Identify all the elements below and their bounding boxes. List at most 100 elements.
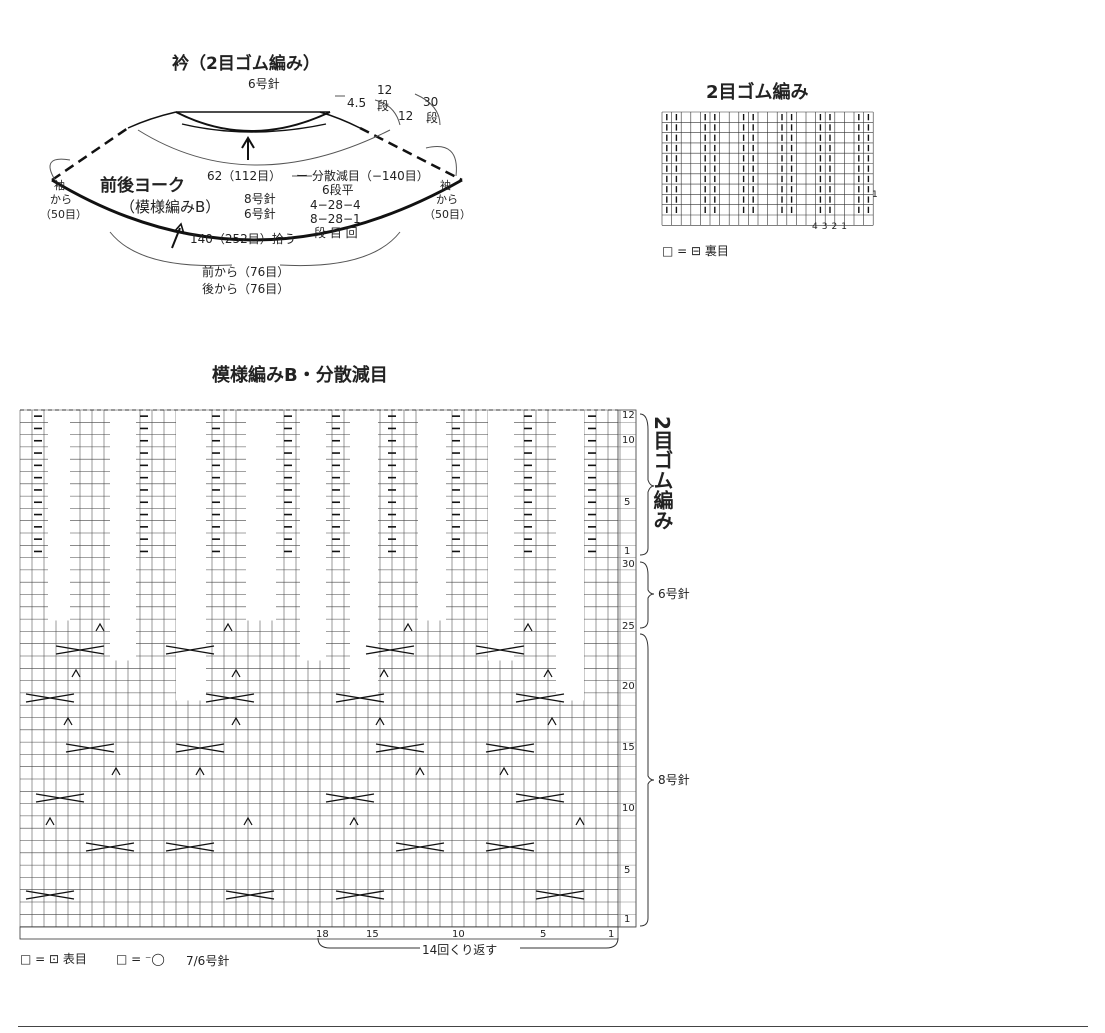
chart-decrease-mark <box>415 766 425 776</box>
yoke-pattern: （模様編みB） <box>120 198 221 216</box>
chart-decrease-mark <box>95 622 105 632</box>
chart-cable-cross <box>485 743 535 753</box>
sleeve-right-2: から <box>436 193 458 206</box>
row-label-30: 30 <box>622 559 635 570</box>
chart-decrease-mark <box>111 766 121 776</box>
row-label-25: 25 <box>622 621 635 632</box>
col-number-row <box>19 926 619 940</box>
sleeve-left-1: 袖 <box>54 179 65 192</box>
yoke-title: 前後ヨーク <box>100 176 185 196</box>
row-label-1a: 1 <box>624 546 631 557</box>
chart-decrease-mark <box>499 766 509 776</box>
page-bottom-rule <box>18 1026 1088 1027</box>
collar-rows-unit: 段 <box>377 99 390 113</box>
repeat-label: 14回くり返す <box>422 943 498 957</box>
chart-decrease-mark <box>223 622 233 632</box>
chart-no-stitch-area <box>488 410 514 661</box>
chart-decrease-mark <box>575 816 585 826</box>
row-label-12: 12 <box>622 410 635 421</box>
side-rib-label: 2目ゴム編み <box>650 416 674 530</box>
chart-cable-cross <box>335 890 385 900</box>
chart-no-stitch-area <box>300 410 326 661</box>
chart-cable-cross <box>225 890 275 900</box>
top-stitch-count: 62（112目） <box>207 169 282 183</box>
yoke-rows-unit: 段 <box>426 111 439 125</box>
legend-yarnover: □ = ⁻◯ <box>116 952 165 966</box>
chart-cable-cross <box>365 645 415 655</box>
brace-needle-6 <box>639 561 655 629</box>
chart-decrease-mark <box>523 622 533 632</box>
chart-cable-cross <box>485 842 535 852</box>
yoke-bottom-edge <box>51 178 463 242</box>
chart-decrease-mark <box>403 622 413 632</box>
chart-cable-cross <box>165 842 215 852</box>
collar-needle: 6号針 <box>248 77 280 91</box>
chart-no-stitch-area <box>556 410 584 701</box>
chart-cable-cross <box>515 793 565 803</box>
chart-cable-cross <box>55 645 105 655</box>
brace-rib <box>639 413 655 556</box>
chart-decrease-mark <box>45 816 55 826</box>
rib-col-2: 2 <box>831 222 842 232</box>
rib-col-4: 4 <box>812 222 822 232</box>
legend-knit: □ = ⊡ 表目 <box>20 952 87 966</box>
chart-no-stitch-area <box>176 410 206 701</box>
col-label-18: 18 <box>316 929 329 940</box>
chart-decrease-mark <box>543 668 553 678</box>
sleeve-right-3: （50目） <box>424 208 471 221</box>
rib-chart-title: 2目ゴム編み <box>706 82 809 103</box>
front-from: 前から（76目） <box>202 265 290 279</box>
row-label-5: 5 <box>624 497 631 508</box>
bottom-stitch-count: 140（252目）拾う <box>190 232 296 246</box>
chart-decrease-mark <box>547 716 557 726</box>
rib-col-3: 3 <box>821 222 832 232</box>
side-needle-6: 6号針 <box>658 587 690 601</box>
chart-no-stitch-area <box>110 410 136 661</box>
chart-cable-cross <box>175 743 225 753</box>
chart-cable-cross <box>515 693 565 703</box>
collar-height: 4.5 <box>347 96 367 110</box>
row-label-10b: 10 <box>622 803 635 814</box>
chart-cable-cross <box>375 743 425 753</box>
chart-cable-cross <box>85 842 135 852</box>
yoke-needle-8: 8号針 <box>244 192 276 206</box>
back-from: 後から（76目） <box>202 282 290 296</box>
chart-cable-cross <box>325 793 375 803</box>
chart-cable-cross <box>335 693 385 703</box>
chart-cable-cross <box>65 743 115 753</box>
yoke-rows: 30 <box>423 95 439 109</box>
col-label-15: 15 <box>366 929 379 940</box>
chart-decrease-mark <box>231 668 241 678</box>
decrease-header: 段 目 回 <box>314 226 358 240</box>
chart-no-stitch-area <box>246 410 276 621</box>
chart-cable-cross <box>395 842 445 852</box>
rib-legend: □ = ⊟ 裏目 <box>662 244 729 258</box>
chart-cable-cross <box>475 645 525 655</box>
row-label-5b: 5 <box>624 865 631 876</box>
legend-needle: 7/6号針 <box>186 954 230 968</box>
collar-outer <box>181 123 327 133</box>
brace-repeat <box>317 937 619 949</box>
chart-no-stitch-area <box>418 410 446 621</box>
chart-cable-cross <box>165 645 215 655</box>
sleeve-left-3: （50目） <box>40 208 87 221</box>
sleeve-left-2: から <box>50 193 72 206</box>
col-label-1: 1 <box>608 929 615 940</box>
chart-decrease-mark <box>375 716 385 726</box>
col-label-10: 10 <box>452 929 465 940</box>
collar-title: 衿（2目ゴム編み） <box>172 54 320 74</box>
main-chart-title: 模様編みB・分散減目 <box>212 365 388 386</box>
side-needle-8: 8号針 <box>658 773 690 787</box>
collar-inner <box>175 111 331 132</box>
rib-col-1: 1 <box>841 222 851 232</box>
chart-no-stitch-area <box>350 410 378 701</box>
chart-decrease-mark <box>379 668 389 678</box>
sleeve-right-1: 袖 <box>440 179 451 192</box>
decrease-label: ー 分散減目（−140目） <box>296 169 429 183</box>
row-label-1b: 1 <box>624 914 631 925</box>
row-label-20: 20 <box>622 681 635 692</box>
chart-cable-cross <box>205 693 255 703</box>
chart-decrease-mark <box>349 816 359 826</box>
